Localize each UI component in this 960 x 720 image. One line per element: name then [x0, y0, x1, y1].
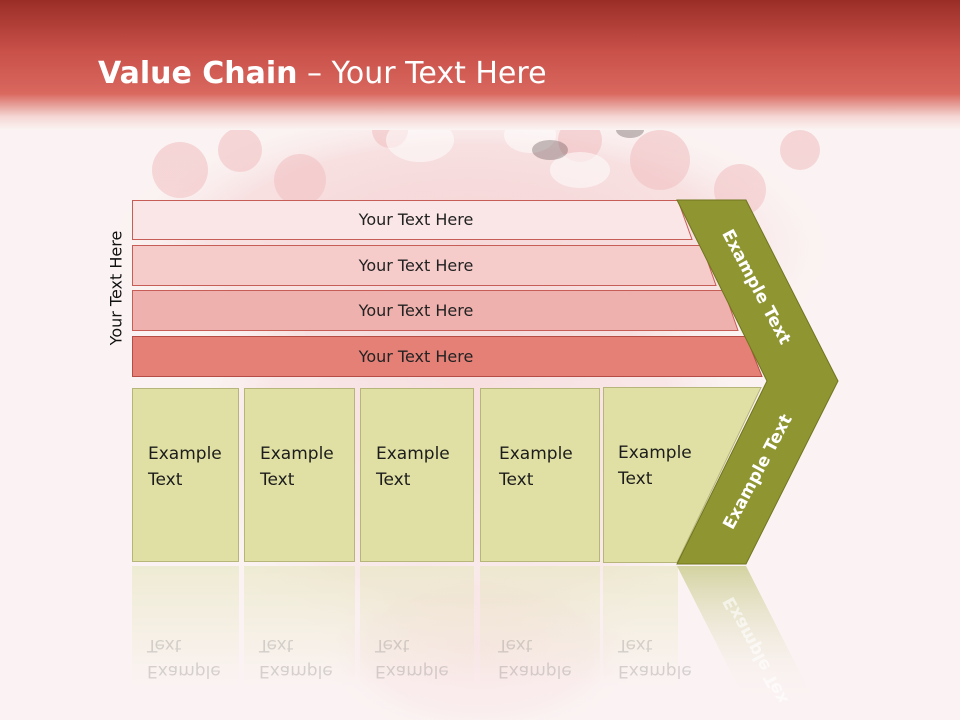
support-layer-1-label: Your Text Here — [358, 210, 474, 229]
reflection-text-3: Example Text — [375, 632, 449, 684]
reflection-text-1: Example Text — [147, 632, 221, 684]
activity-3-line2: Text — [376, 470, 411, 490]
support-layer-4-label: Your Text Here — [358, 347, 474, 366]
reflection-chevron-label: Example Text — [719, 593, 796, 702]
reflection-chevron — [677, 566, 815, 702]
activity-4-line1: Example — [499, 444, 573, 464]
reflection-3-line2: Text — [375, 635, 410, 655]
reflection-text-4: Example Text — [498, 632, 572, 684]
activity-4-line2: Text — [499, 470, 534, 490]
reflection-5-line2: Text — [618, 635, 653, 655]
reflection-text-2: Example Text — [259, 632, 333, 684]
reflection-box-5 — [603, 566, 678, 686]
reflection-box-1 — [132, 566, 239, 686]
title-bold: Value Chain — [98, 56, 298, 91]
support-layer-3-label: Your Text Here — [358, 301, 474, 320]
reflection-3-line1: Example — [375, 661, 449, 681]
reflection-chevron-text: Example Text — [719, 593, 796, 702]
support-layer-3-shape — [132, 290, 739, 331]
reflection-2-line2: Text — [259, 635, 294, 655]
activity-2-line1: Example — [260, 444, 334, 464]
reflection-1-line2: Text — [147, 635, 182, 655]
activity-1-line2: Text — [148, 470, 183, 490]
activity-5-line2: Text — [618, 469, 653, 489]
reflection-4-line2: Text — [498, 635, 533, 655]
support-layer-2-shape — [132, 245, 717, 286]
title-rest: – Your Text Here — [297, 56, 547, 91]
support-layer-4-shape — [132, 336, 763, 377]
activity-5-line1: Example — [618, 443, 692, 463]
activity-1-line1: Example — [148, 444, 222, 464]
reflection-2-line1: Example — [259, 661, 333, 681]
reflection-box-3 — [360, 566, 474, 686]
reflection-1-line1: Example — [147, 661, 221, 681]
activity-3-line1: Example — [376, 444, 450, 464]
activity-2-line2: Text — [260, 470, 295, 490]
reflection-box-4 — [480, 566, 600, 686]
support-layer-1-shape — [132, 200, 693, 240]
activity-box-5-shape — [603, 387, 762, 563]
reflection-box-2 — [244, 566, 355, 686]
support-layer-2-label: Your Text Here — [358, 256, 474, 275]
margin-chevron: Example Text Example Text — [676, 199, 839, 565]
reflection-4-line1: Example — [498, 661, 572, 681]
header-band — [0, 0, 960, 130]
slide-title: Value Chain – Your Text Here — [98, 56, 547, 91]
